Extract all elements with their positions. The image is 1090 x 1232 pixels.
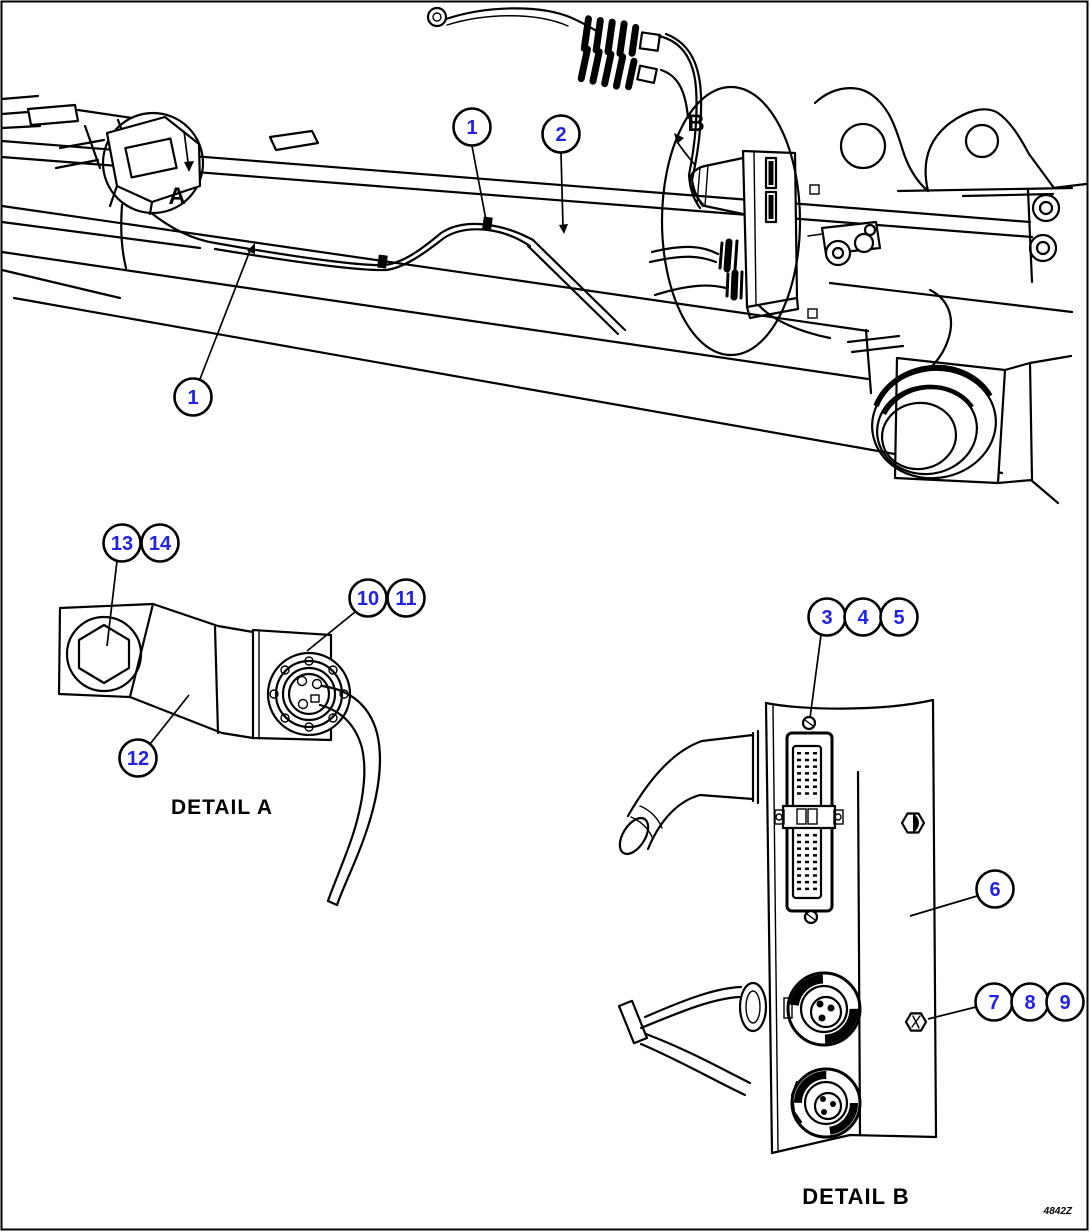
harness-clamp — [377, 254, 388, 269]
balloon-10: 10 — [348, 578, 388, 618]
svg-text:6: 6 — [989, 879, 1000, 901]
balloon-9: 9 — [1045, 982, 1085, 1022]
balloon-4: 4 — [843, 597, 883, 637]
balloon-1-top: 1 — [452, 107, 492, 147]
panel-bolt-lower — [904, 1012, 928, 1032]
svg-text:14: 14 — [149, 533, 172, 555]
lift-lug-right — [896, 108, 1074, 198]
view-letter-b: B — [687, 110, 704, 137]
svg-text:2: 2 — [555, 124, 566, 146]
detail-boundary-circle-a — [54, 111, 205, 270]
svg-text:8: 8 — [1024, 992, 1035, 1014]
balloon-3: 3 — [807, 597, 847, 637]
bumper-cylinder — [846, 334, 1073, 505]
detail-a-view: 13 14 10 11 12 DETAIL A — [57, 523, 426, 907]
balloon-11: 11 — [386, 578, 426, 618]
balloon-13: 13 — [102, 523, 142, 563]
circled-bracket-part — [105, 115, 202, 204]
detail-a-bracket — [57, 602, 255, 740]
drawing-code: 4842Z — [1043, 1206, 1073, 1217]
svg-text:1: 1 — [187, 387, 198, 409]
arrowhead — [184, 161, 194, 172]
balloon-8: 8 — [1010, 982, 1050, 1022]
arrowhead — [674, 133, 684, 144]
detail-boundary-ellipse-b — [660, 85, 802, 357]
detail-a-connector — [251, 628, 352, 742]
detail-a-caption: DETAIL A — [171, 796, 273, 819]
svg-text:11: 11 — [395, 588, 416, 610]
view-arrow-b: B — [674, 110, 705, 166]
detail-b-harness-lower — [617, 981, 768, 1097]
valve-fitting — [807, 220, 882, 267]
balloon-2: 2 — [541, 114, 581, 154]
wiring-harness-top — [426, 6, 705, 210]
connector-panel-side-view — [648, 149, 820, 320]
view-letter-a: A — [168, 183, 185, 210]
balloon-14: 14 — [140, 523, 180, 563]
detail-b-rect-connector — [774, 715, 844, 925]
balloon-6: 6 — [975, 869, 1015, 909]
balloon-1-bottom: 1 — [173, 377, 213, 417]
panel-bolt-upper — [900, 812, 926, 834]
svg-text:13: 13 — [111, 533, 133, 555]
svg-text:9: 9 — [1059, 992, 1070, 1014]
balloon-12: 12 — [118, 738, 158, 778]
view-arrow-a: A — [168, 130, 194, 210]
svg-text:5: 5 — [893, 607, 904, 629]
detail-b-view: 3 4 5 6 7 8 9 DETAIL B — [617, 597, 1085, 1209]
lift-lug-left — [813, 87, 930, 193]
detail-a-cable — [318, 684, 382, 907]
svg-text:3: 3 — [821, 607, 832, 629]
svg-text:10: 10 — [357, 588, 379, 610]
svg-text:1: 1 — [466, 117, 477, 139]
detail-b-round-connector-upper — [783, 971, 862, 1047]
detail-b-round-connector-lower — [790, 1067, 862, 1139]
connector-boot-upper — [580, 15, 662, 58]
detail-b-caption: DETAIL B — [802, 1184, 909, 1209]
balloon-5: 5 — [879, 597, 919, 637]
balloon-7: 7 — [974, 982, 1014, 1022]
main-view: A B 1 2 1 — [0, 6, 1088, 505]
connector-boot-lower — [577, 45, 658, 91]
end-plate — [1026, 188, 1061, 284]
svg-text:4: 4 — [857, 607, 869, 629]
svg-text:7: 7 — [988, 992, 999, 1014]
detail-b-harness-upper — [618, 729, 760, 856]
svg-text:12: 12 — [127, 748, 149, 770]
hex-bolt-head — [77, 623, 131, 685]
